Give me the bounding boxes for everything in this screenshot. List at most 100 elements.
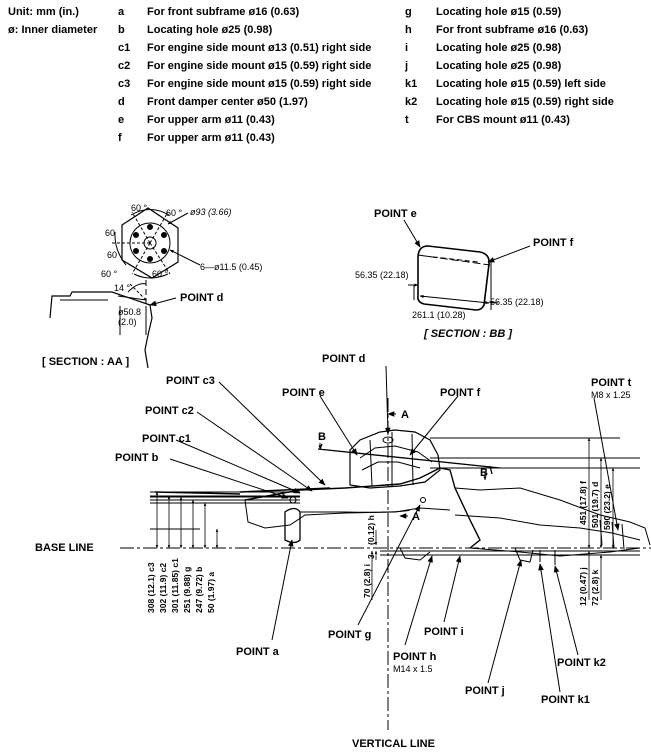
legend-desc: Locating hole ø25 (0.98) [147,24,273,36]
dimension-label: 308 (12.1) c3 [146,562,156,613]
point-e-label: POINT e [374,208,417,220]
inner-diameter-label: ø: Inner diameter [8,24,98,36]
section-aa [49,207,201,369]
section-bb-title: [ SECTION : BB ] [423,328,512,340]
angle-label: 60 [107,250,117,260]
angle-label: 60 [105,228,115,238]
legend-code: a [118,6,125,18]
point-b-marker [289,496,297,504]
point-k1-label: POINT k1 [541,694,590,706]
legend-code: k1 [405,78,418,90]
dimension-label: 451 (17.8) f [578,481,588,525]
legend-desc: Locating hole ø25 (0.98) [436,60,562,72]
legend-code: c1 [118,42,131,54]
dimension-label: 70 (2.8) i [362,564,372,598]
section-bb-labels: POINT e POINT f 56.35 (22.18) 56.35 (22.… [355,208,574,340]
legend-code: k2 [405,96,418,108]
section-aa-title: [ SECTION : AA ] [42,356,130,368]
legend-desc: For engine side mount ø15 (0.59) right s… [147,60,372,72]
section-arrow-a: A [401,409,409,421]
point-a-label: POINT a [236,646,280,658]
point-c2-label: POINT c2 [145,405,194,417]
legend-code: c3 [118,78,131,90]
diameter-label: (2.0) [118,317,137,327]
legend-code: j [405,60,409,72]
legend-code: h [405,24,412,36]
dimension-lines [155,437,615,600]
dimension-label: 12 (0.47) j [578,567,588,606]
point-h-thread: M14 x 1.5 [393,664,433,674]
legend-desc: For upper arm ø11 (0.43) [147,132,275,144]
dimension-label: 501 (19.7) d [590,482,600,528]
angle-label: 60 ° [166,208,183,218]
dimension-label: 72 (2.8) k [590,569,600,606]
bore-diameter-label: ø93 (3.66) [190,207,232,217]
dimension-label: 301 (11.85) c1 [170,558,180,613]
point-b-label: POINT b [115,452,159,464]
legend-desc: Locating hole ø15 (0.59) right side [436,96,614,108]
legend-desc: For engine side mount ø13 (0.51) right s… [147,42,372,54]
point-j-label: POINT j [465,685,505,697]
legend-code: i [405,42,409,54]
diameter-label: ø50.8 [118,307,141,317]
dimension-label: (0.12) h [366,515,376,545]
legend-code: t [405,114,409,126]
legend-desc: Front damper center ø50 (1.97) [147,96,308,108]
dimension-label: 3 [366,554,376,559]
point-k2-label: POINT k2 [557,657,606,669]
hole-count-label: 6—ø11.5 (0.45) [200,262,262,272]
point-f-label: POINT f [533,237,574,249]
section-aa-labels: 60 ° 60 ° 60 60 60 ° 60 ° ø93 (3.66) 6—ø… [42,203,262,368]
section-bb [403,219,531,311]
point-f-label: POINT f [440,387,481,399]
point-d-label: POINT d [322,353,365,365]
legend-desc: Locating hole ø15 (0.59) [436,6,562,18]
dimension-label: 251 (9.88) g [182,567,192,613]
point-t-label: POINT t [591,377,632,389]
dimension-label: 56.35 (22.18) [355,270,409,280]
leader-lines [169,365,620,693]
section-arrow-a: A [412,511,420,523]
legend-code: g [405,6,412,18]
legend-code: b [118,24,125,36]
legend-desc: Locating hole ø25 (0.98) [436,42,562,54]
dimension-label: 261.1 (10.28) [412,310,466,320]
legend-code: c2 [118,60,131,72]
point-h-label: POINT h [393,651,437,663]
section-arrow-b: B [318,431,326,443]
legend-code: e [118,114,125,126]
legend-desc: For engine side mount ø15 (0.59) right s… [147,78,372,90]
angle-label: 60 ° [152,269,169,279]
main-labels: BASE LINE VERTICAL LINE POINT c3 POINT c… [35,353,632,750]
main-structure [120,398,651,730]
legend-desc: For front subframe ø16 (0.63) [147,6,300,18]
rotated-dimension-labels: 308 (12.1) c3 302 (11.9) c2 301 (11.85) … [146,481,612,613]
legend-code: f [118,132,122,144]
legend-desc: For front subframe ø16 (0.63) [436,24,589,36]
point-g-label: POINT g [328,629,371,641]
angle-label: 60 ° [131,203,148,213]
base-line-label: BASE LINE [35,542,94,554]
angle-label: 14 ° [114,283,131,293]
section-arrow-b: B [480,467,488,479]
section-bb-profile [417,245,490,311]
dimension-label: 247 (9.72) b [194,567,204,613]
point-i-label: POINT i [424,626,464,638]
unit-label: Unit: mm (in.) [8,6,79,18]
point-t-thread: M8 x 1.25 [591,390,631,400]
legend-desc: For CBS mount ø11 (0.43) [436,114,570,126]
point-c1-label: POINT c1 [142,433,191,445]
legend-desc: For upper arm ø11 (0.43) [147,114,275,126]
vertical-line-label: VERTICAL LINE [352,738,435,750]
dimension-label: 50 (1.97) a [206,572,216,613]
dimension-label: 590 (23.2) e [602,484,612,530]
dimension-label: 302 (11.9) c2 [158,563,168,613]
angle-label: 60 ° [101,269,118,279]
point-e-label: POINT e [282,387,325,399]
point-d-label: POINT d [180,292,223,304]
dimension-label: 56.35 (22.18) [490,297,544,307]
point-g-marker [420,497,426,503]
point-d-marker [382,436,394,444]
point-c3-label: POINT c3 [166,375,215,387]
